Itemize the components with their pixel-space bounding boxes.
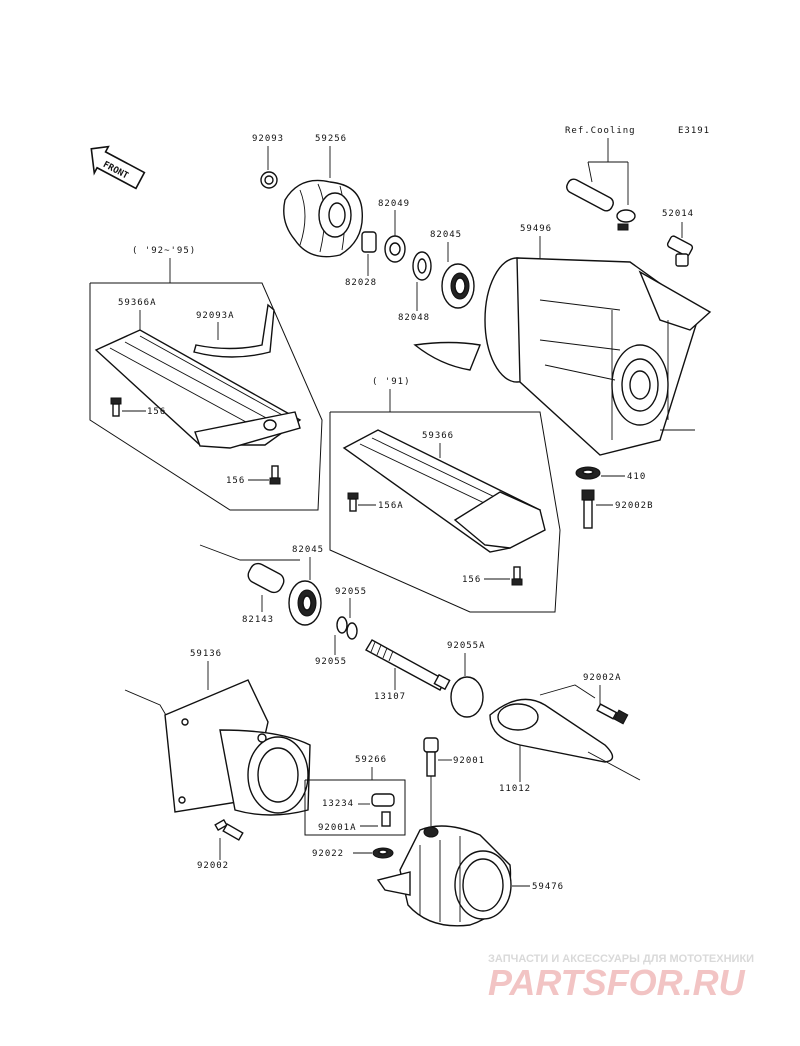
label-156A: 156A <box>378 501 404 511</box>
stator-housing-59136 <box>164 679 311 816</box>
label-156-c: 156 <box>462 575 481 585</box>
oring-92055A <box>450 676 484 718</box>
label-82049: 82049 <box>378 199 410 209</box>
bolt-156-b <box>269 465 281 485</box>
label-156-b: 156 <box>226 476 245 486</box>
intake-grate-59366 <box>342 429 546 553</box>
bolt-92002A <box>596 703 629 725</box>
label-410: 410 <box>627 472 646 482</box>
oring-92055-b <box>346 622 358 640</box>
bolt-92001A <box>381 811 391 827</box>
label-52014: 52014 <box>662 209 694 219</box>
label-92055-a: 92055 <box>335 587 367 597</box>
label-92002A: 92002A <box>583 673 622 683</box>
label-59136: 59136 <box>190 649 222 659</box>
group-box-91 <box>329 411 561 613</box>
label-92093: 92093 <box>252 134 284 144</box>
label-82048: 82048 <box>398 313 430 323</box>
label-92002: 92002 <box>197 861 229 871</box>
pump-housing-59496 <box>413 257 712 456</box>
watermark-brand: PARTSFOR.RU <box>488 962 746 1003</box>
nozzle-11012 <box>489 698 641 781</box>
bearing-82045-mid <box>288 580 322 626</box>
label-13234: 13234 <box>322 799 354 809</box>
label-92055-b: 92055 <box>315 657 347 667</box>
steering-nozzle-59476 <box>376 825 512 927</box>
bolt-92002 <box>214 818 244 841</box>
label-59496: 59496 <box>520 224 552 234</box>
bolt-156A <box>347 492 359 512</box>
label-82028: 82028 <box>345 278 377 288</box>
plate-92093A <box>193 303 275 358</box>
watermark-tagline: ЗАПЧАСТИ И АКСЕССУАРЫ ДЛЯ МОТОТЕХНИКИ <box>488 953 754 965</box>
label-92055A: 92055A <box>447 641 486 651</box>
label-92001: 92001 <box>453 756 485 766</box>
shaft-13107 <box>365 639 451 691</box>
group-label-91: ( '91) <box>372 377 411 387</box>
impeller-59256 <box>283 179 364 258</box>
label-59266: 59266 <box>355 755 387 765</box>
hose-clamp <box>616 209 636 231</box>
label-59476: 59476 <box>532 882 564 892</box>
bearing-82045-top <box>441 263 475 309</box>
front-arrow-icon: FRONT <box>90 145 146 190</box>
group-label-92-95: ( '92~'95) <box>132 246 196 256</box>
sleeve-82143 <box>247 562 285 594</box>
collar-82028 <box>361 231 377 253</box>
fitting-52014 <box>666 235 694 267</box>
pin-13234 <box>371 793 395 807</box>
diagram-code: E3191 <box>678 126 710 136</box>
label-82045-top: 82045 <box>430 230 462 240</box>
label-92022: 92022 <box>312 849 344 859</box>
label-59366A: 59366A <box>118 298 157 308</box>
label-82143: 82143 <box>242 615 274 625</box>
label-59366: 59366 <box>422 431 454 441</box>
intake-grate-59366A <box>94 329 302 449</box>
label-59256: 59256 <box>315 134 347 144</box>
group-box-59266 <box>304 779 406 836</box>
oring-92055-a <box>336 616 348 634</box>
bolt-92001 <box>423 737 439 777</box>
label-11012: 11012 <box>499 784 531 794</box>
label-92002B: 92002B <box>615 501 654 511</box>
bolt-156-a <box>110 397 122 417</box>
label-13107: 13107 <box>374 692 406 702</box>
label-82045-mid: 82045 <box>292 545 324 555</box>
label-92093A: 92093A <box>196 311 235 321</box>
bolt-92002B <box>581 489 595 529</box>
label-156-a: 156 <box>147 407 166 417</box>
ref-cooling-label: Ref.Cooling <box>565 126 636 136</box>
group-box-92-95 <box>89 282 323 511</box>
label-92001A: 92001A <box>318 823 357 833</box>
bolt-156-c <box>511 566 523 586</box>
cooling-hose <box>566 178 614 212</box>
